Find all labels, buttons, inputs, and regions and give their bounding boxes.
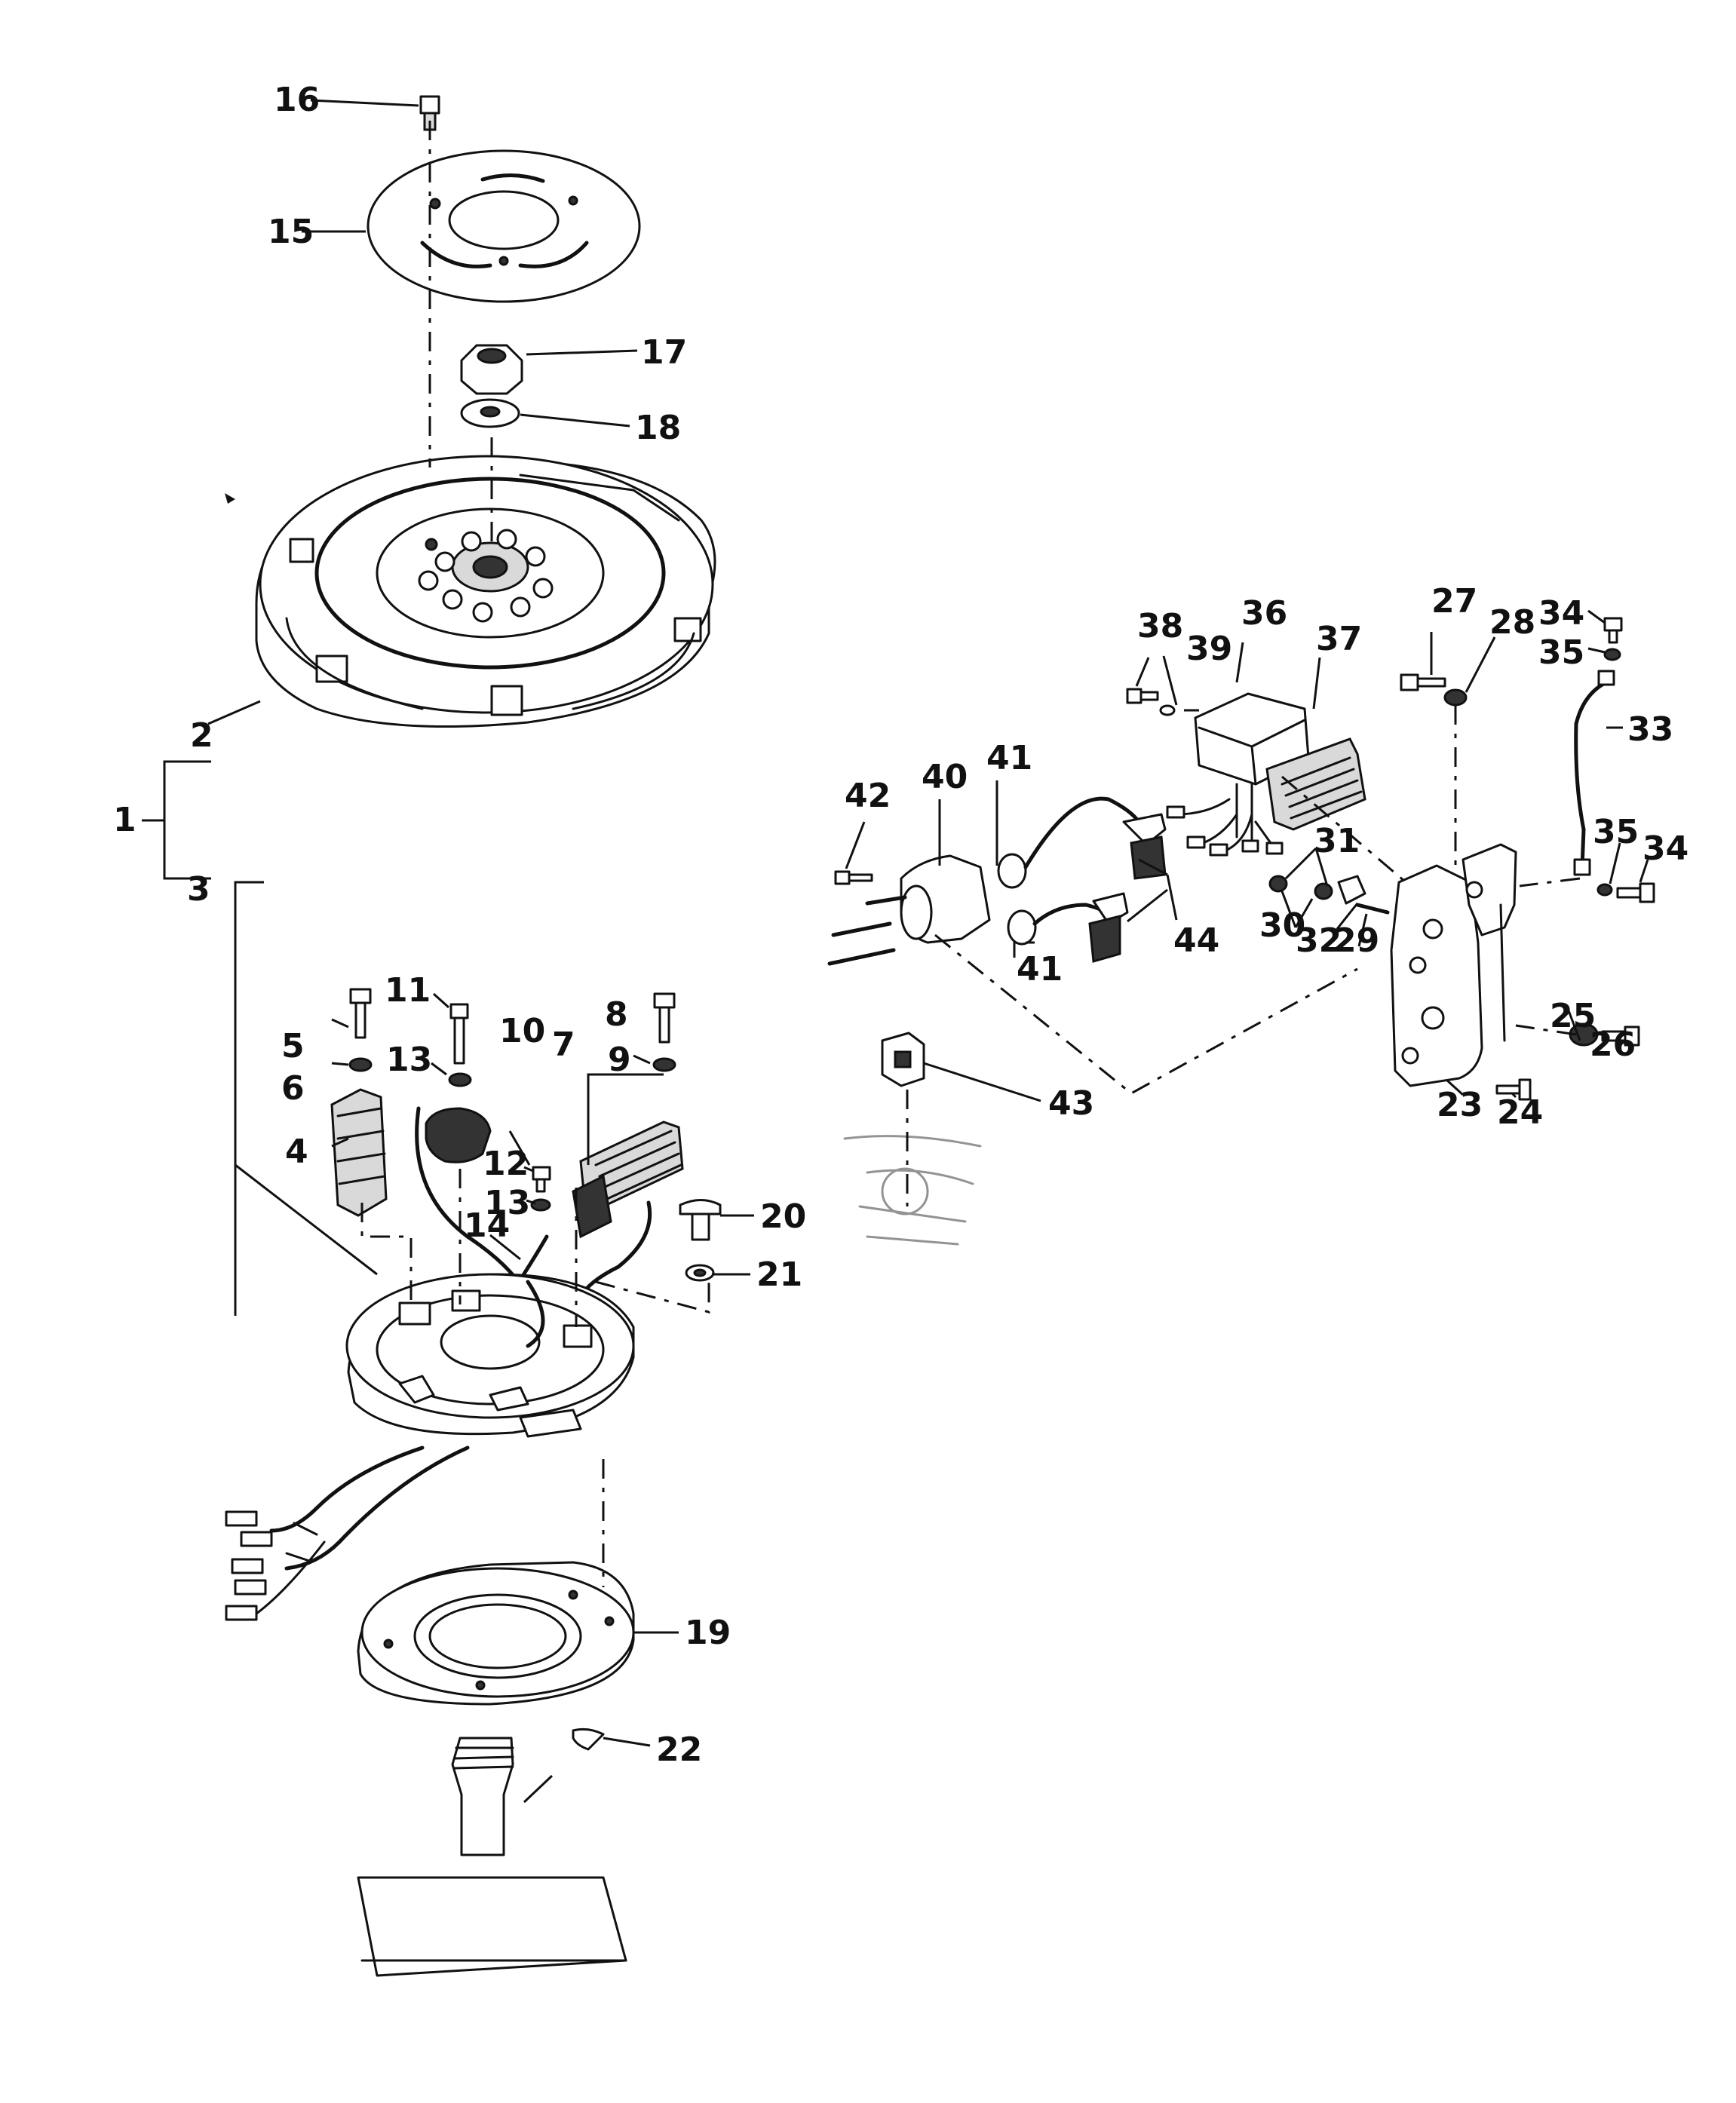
callout-37: 37 xyxy=(1316,620,1362,658)
callout-36: 36 xyxy=(1241,594,1287,633)
callout-19: 19 xyxy=(685,1614,731,1652)
callout-21: 21 xyxy=(756,1255,802,1294)
callout-15: 15 xyxy=(268,213,314,251)
part-8-screw xyxy=(653,992,676,1044)
part-27-screw xyxy=(1400,673,1446,691)
callout-35-upper: 35 xyxy=(1538,633,1584,672)
part-21-washer xyxy=(685,1264,715,1282)
part-40-ignition-coil xyxy=(827,854,991,966)
part-18-washer xyxy=(460,398,520,428)
callout-33: 33 xyxy=(1627,710,1673,749)
part-20-screw xyxy=(679,1199,722,1241)
part-13a-washer xyxy=(448,1072,472,1087)
callout-10: 10 xyxy=(499,1012,545,1050)
callout-42: 42 xyxy=(845,777,891,815)
callout-40: 40 xyxy=(922,758,968,796)
callout-44: 44 xyxy=(1173,921,1219,960)
part-32-clamp xyxy=(1337,875,1366,905)
callout-4: 4 xyxy=(285,1133,308,1171)
callout-13-upper: 13 xyxy=(386,1041,432,1079)
crankshaft xyxy=(357,1737,627,1977)
part-31-nut xyxy=(1314,882,1333,900)
engine-outline-sketch xyxy=(843,1135,982,1246)
callout-30: 30 xyxy=(1259,906,1305,945)
callout-22: 22 xyxy=(656,1731,702,1769)
part-12-screw xyxy=(532,1166,551,1193)
part-3-stator-plate xyxy=(345,1273,635,1438)
part-30-nut xyxy=(1268,875,1288,893)
callout-11: 11 xyxy=(385,971,431,1010)
part-4-coil xyxy=(330,1088,388,1217)
part-3-wire-harness xyxy=(225,1445,470,1621)
callout-24: 24 xyxy=(1497,1093,1543,1132)
part-23-mounting-bracket xyxy=(1390,843,1517,1087)
callout-18: 18 xyxy=(635,409,681,447)
part-10-coil xyxy=(425,1107,492,1163)
bracket-1 xyxy=(142,760,211,880)
part-15-retainer-plate xyxy=(367,149,641,303)
callout-1: 1 xyxy=(113,801,136,839)
callout-6: 6 xyxy=(281,1069,305,1108)
callout-13-lower: 13 xyxy=(484,1184,530,1222)
callout-43: 43 xyxy=(1048,1084,1094,1123)
part-39-washer xyxy=(1159,704,1176,716)
callout-29: 29 xyxy=(1333,921,1379,960)
part-34b-screw xyxy=(1616,882,1655,903)
callout-41-lower: 41 xyxy=(1017,950,1063,989)
callout-20: 20 xyxy=(760,1197,806,1236)
part-7-coil xyxy=(572,1120,684,1239)
stray-mark xyxy=(225,493,235,504)
part-29-stud xyxy=(1355,903,1390,915)
callout-8: 8 xyxy=(605,995,628,1034)
part-22-flywheel-key xyxy=(572,1727,605,1751)
part-42-screw xyxy=(834,870,873,885)
part-17-flywheel-nut xyxy=(460,344,523,395)
callout-27: 27 xyxy=(1431,582,1477,621)
part-26-screw xyxy=(1601,1025,1640,1047)
callout-38: 38 xyxy=(1137,607,1183,645)
part-2-flywheel xyxy=(255,455,716,728)
callout-labels: 16 15 17 18 2 1 3 11 13 10 8 7 9 5 6 4 1… xyxy=(113,81,1688,1769)
part-35a-washer xyxy=(1603,648,1621,661)
part-11-screw xyxy=(449,1003,469,1065)
part-19-stator-mount-plate xyxy=(357,1561,635,1706)
part-34a-screw xyxy=(1603,617,1623,644)
callout-17: 17 xyxy=(641,333,687,372)
part-5-screw xyxy=(349,988,372,1039)
part-24-screw xyxy=(1495,1078,1532,1101)
part-44-spark-plug-cap-lower xyxy=(1088,892,1129,963)
callout-3: 3 xyxy=(187,870,210,909)
callout-41-upper: 41 xyxy=(986,739,1032,777)
part-9-washer xyxy=(652,1057,676,1072)
callout-31: 31 xyxy=(1314,822,1360,860)
callout-34-lower: 34 xyxy=(1642,829,1688,868)
callout-32: 32 xyxy=(1296,921,1342,960)
part-28-washer xyxy=(1443,688,1468,707)
callout-23: 23 xyxy=(1437,1086,1483,1124)
part-35b-washer xyxy=(1596,883,1613,897)
callout-5: 5 xyxy=(281,1027,305,1065)
callout-39: 39 xyxy=(1186,630,1232,668)
callout-2: 2 xyxy=(190,716,213,755)
part-37-rectifier xyxy=(1265,737,1366,831)
part-43-grommet xyxy=(881,1032,925,1087)
callout-7: 7 xyxy=(552,1025,575,1064)
part-41-boot-lower xyxy=(1007,903,1107,946)
part-44-spark-plug-cap-upper xyxy=(1122,813,1167,880)
callout-12: 12 xyxy=(483,1145,529,1183)
callout-25: 25 xyxy=(1550,997,1596,1035)
part-33-ground-wire xyxy=(1573,670,1615,876)
callout-9: 9 xyxy=(608,1041,631,1079)
part-41-boot-upper xyxy=(997,796,1141,889)
callout-28: 28 xyxy=(1489,603,1535,642)
callout-35-lower: 35 xyxy=(1593,813,1639,851)
callout-16: 16 xyxy=(274,81,320,119)
callout-14: 14 xyxy=(464,1206,510,1245)
callout-34-upper: 34 xyxy=(1538,594,1584,633)
part-13b-washer xyxy=(530,1198,551,1212)
part-38-screw xyxy=(1126,688,1159,704)
callout-26: 26 xyxy=(1590,1025,1636,1064)
part-6-washer xyxy=(348,1057,373,1072)
